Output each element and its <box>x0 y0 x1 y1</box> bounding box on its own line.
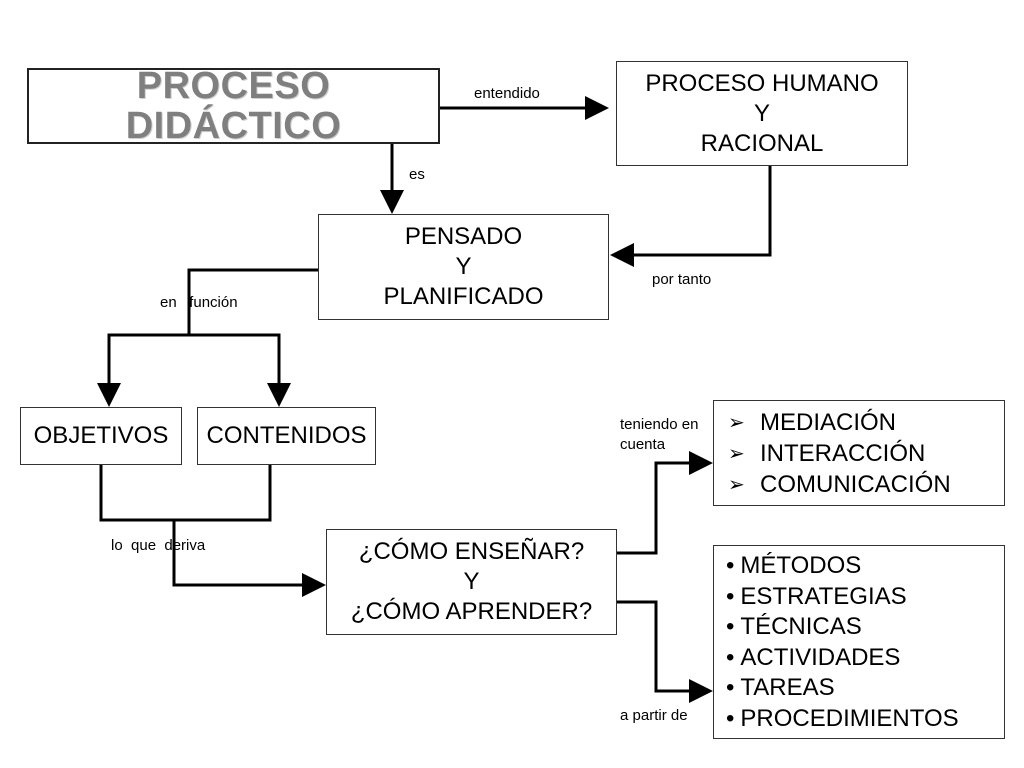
list-item: ➢ COMUNICACIÓN <box>728 470 951 498</box>
edge-lo-que-deriva <box>172 520 326 597</box>
node-text-line: ¿CÓMO ENSEÑAR? <box>358 538 585 565</box>
edge-to-objetivos <box>97 333 189 407</box>
edge-to-contenidos <box>189 333 291 407</box>
diagram-title: PROCESO DIDÁCTICO <box>125 65 342 147</box>
node-objetivos: OBJETIVOS <box>20 407 182 465</box>
edge-label-a-partir-de: a partir de <box>620 707 688 724</box>
dot-bullet-icon: • <box>726 704 735 732</box>
arrow-bullet-icon: ➢ <box>728 443 745 465</box>
list-item: • MÉTODOS <box>726 552 862 580</box>
edge-label-teniendo-en: teniendo en <box>620 416 699 433</box>
title-box: PROCESO DIDÁCTICO <box>27 65 440 147</box>
edge-label-entendido: entendido <box>474 85 540 102</box>
dot-bullet-icon: • <box>726 582 735 610</box>
node-text-line: RACIONAL <box>700 129 824 157</box>
edge-label-es: es <box>409 166 425 183</box>
list-item: ➢ INTERACCIÓN <box>728 439 926 467</box>
list-item: • PROCEDIMIENTOS <box>726 704 959 732</box>
list-item: • TÉCNICAS <box>726 613 862 641</box>
node-text-line: PENSADO <box>404 223 523 250</box>
node-text-line: PLANIFICADO <box>383 283 544 310</box>
dot-bullet-icon: • <box>726 613 735 641</box>
list-mediacion: ➢ MEDIACIÓN ➢ INTERACCIÓN ➢ COMUNICACIÓN <box>713 400 1005 506</box>
edge-join-bottom <box>99 465 272 522</box>
arrow-bullet-icon: ➢ <box>728 412 745 434</box>
dot-bullet-icon: • <box>726 552 735 580</box>
list-item: ➢ MEDIACIÓN <box>728 408 897 436</box>
node-pensado: PENSADO Y PLANIFICADO <box>318 214 609 320</box>
node-text-line: OBJETIVOS <box>33 422 169 449</box>
edge-label-lo-que-deriva: lo que deriva <box>111 537 206 554</box>
node-como: ¿CÓMO ENSEÑAR? Y ¿CÓMO APRENDER? <box>326 529 617 635</box>
list-metodos: • MÉTODOS • ESTRATEGIAS • TÉCNICAS • ACT… <box>713 545 1005 739</box>
node-text-line: ¿CÓMO APRENDER? <box>350 598 593 625</box>
list-item: • ACTIVIDADES <box>726 643 901 671</box>
edge-label-en-funcion: en función <box>160 294 238 311</box>
node-text-line: Y <box>463 568 480 595</box>
list-item: • ESTRATEGIAS <box>726 582 907 610</box>
node-text-line: Y <box>455 253 472 280</box>
dot-bullet-icon: • <box>726 643 735 671</box>
edge-a-partir-de <box>617 600 713 703</box>
arrow-bullet-icon: ➢ <box>728 474 745 496</box>
node-contenidos: CONTENIDOS <box>197 407 376 465</box>
list-item: • TAREAS <box>726 674 835 702</box>
node-text-line: PROCESO HUMANO <box>645 69 879 97</box>
dot-bullet-icon: • <box>726 674 735 702</box>
edge-label-cuenta: cuenta <box>620 436 666 453</box>
node-proceso-humano: PROCESO HUMANO Y RACIONAL <box>616 61 908 166</box>
edge-teniendo-en-cuenta <box>617 451 713 555</box>
edge-en-funcion <box>187 268 319 335</box>
edge-label-por-tanto: por tanto <box>652 271 712 288</box>
node-text-line: CONTENIDOS <box>206 422 367 449</box>
node-text-line: Y <box>753 99 770 127</box>
edge-por-tanto <box>610 166 772 267</box>
